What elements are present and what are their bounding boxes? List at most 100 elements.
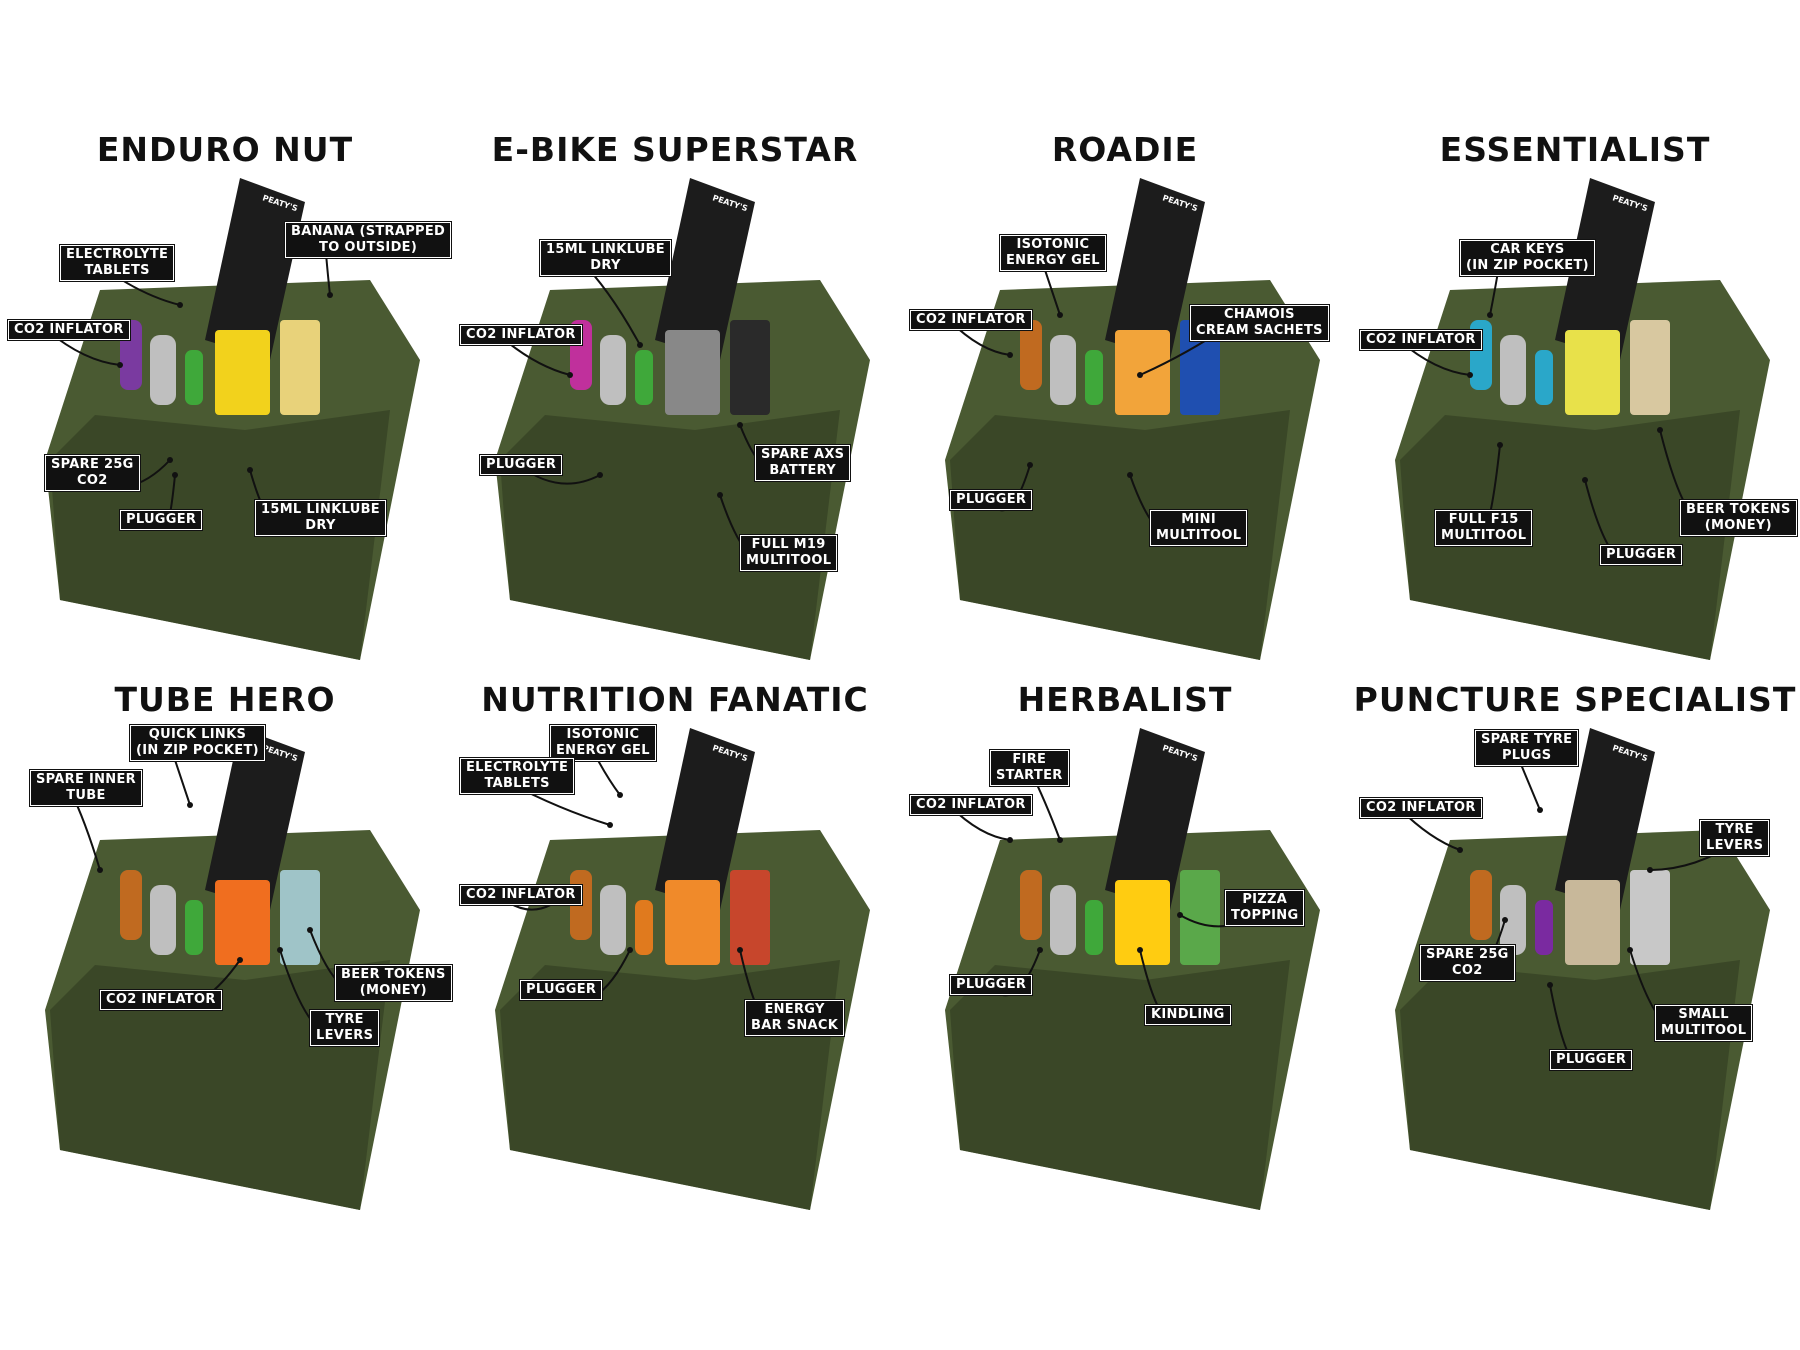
callout-label: PLUGGER <box>950 975 1033 995</box>
callout-line: 15ML LINKLUBE <box>546 242 665 257</box>
callout-label: CO2 INFLATOR <box>460 325 582 345</box>
co2-inflator-icon <box>1020 870 1042 940</box>
pouch-strap <box>1105 178 1205 360</box>
callout-line: PLUGGER <box>956 977 1027 992</box>
pouch-contents <box>570 320 770 415</box>
callout-line: PLUGGER <box>486 457 557 472</box>
kit-item-icon <box>280 870 320 965</box>
callout-line: STARTER <box>996 768 1063 783</box>
callout-line: SMALL <box>1678 1007 1729 1022</box>
callout-line: LEVERS <box>1706 838 1764 853</box>
callout-line: LEVERS <box>316 1028 374 1043</box>
callout-line: PLUGGER <box>126 512 197 527</box>
callout-line: ENERGY GEL <box>556 743 650 758</box>
callout-line: BANANA (STRAPPED <box>291 224 446 239</box>
callout-label: PLUGGER <box>1600 545 1683 565</box>
plugger-icon <box>635 350 653 405</box>
callout-line: FULL M19 <box>751 537 826 552</box>
callout-line: KINDLING <box>1151 1007 1225 1022</box>
plugger-icon <box>1535 350 1553 405</box>
kit-item-icon <box>730 870 770 965</box>
kit-item-icon <box>1565 330 1620 415</box>
callout-line: CREAM SACHETS <box>1196 323 1323 338</box>
callout-label: BEER TOKENS(MONEY) <box>335 965 452 1001</box>
pouch-strap <box>655 178 755 360</box>
callout-label: CAR KEYS(IN ZIP POCKET) <box>1460 240 1595 276</box>
co2-canister-icon <box>150 335 176 405</box>
callout-line: FIRE <box>1012 752 1047 767</box>
kit-title: ENDURO NUT <box>96 130 354 169</box>
co2-canister-icon <box>1500 335 1526 405</box>
kit-title: ROADIE <box>1051 130 1199 169</box>
callout-label: KINDLING <box>1145 1005 1231 1025</box>
callout-line: DRY <box>305 518 336 533</box>
pouch-front <box>950 410 1290 660</box>
callout-line: TABLETS <box>84 263 150 278</box>
kit-item-icon <box>1115 880 1170 965</box>
callout-label: QUICK LINKS(IN ZIP POCKET) <box>130 725 265 761</box>
kit-title: TUBE HERO <box>114 680 336 719</box>
pouch-contents <box>1020 870 1220 965</box>
pouch-illustration: PEATY'S <box>45 178 420 660</box>
kit-item-icon <box>1630 870 1670 965</box>
kit-item-icon <box>215 880 270 965</box>
pouch-illustration: PEATY'S <box>495 178 870 660</box>
callout-line: BAR SNACK <box>751 1018 839 1033</box>
callout-line: SPARE AXS <box>761 447 845 462</box>
co2-inflator-icon <box>120 870 142 940</box>
callout-label: CO2 INFLATOR <box>910 795 1032 815</box>
kit-item-icon <box>1115 330 1170 415</box>
callout-line: CO2 INFLATOR <box>466 887 576 902</box>
callout-line: MINI <box>1181 512 1216 527</box>
callout-line: PLUGGER <box>1556 1052 1627 1067</box>
callout-line: ENERGY <box>764 1002 825 1017</box>
callout-line: CAR KEYS <box>1490 242 1565 257</box>
callout-line: TYRE <box>1715 822 1754 837</box>
callout-line: TUBE <box>66 788 106 803</box>
plugger-icon <box>185 350 203 405</box>
callout-line: (IN ZIP POCKET) <box>136 743 259 758</box>
callout-line: PLUGS <box>1501 748 1552 763</box>
callout-line: (IN ZIP POCKET) <box>1466 258 1589 273</box>
pouch-contents <box>120 320 320 415</box>
co2-canister-icon <box>1050 885 1076 955</box>
callout-line: DRY <box>590 258 621 273</box>
co2-canister-icon <box>150 885 176 955</box>
pouch-illustration: PEATY'S <box>945 728 1320 1210</box>
callout-line: CO2 INFLATOR <box>916 797 1026 812</box>
pouch-contents <box>120 870 320 965</box>
callout-label: PLUGGER <box>480 455 563 475</box>
callout-line: QUICK LINKS <box>148 727 247 742</box>
kit-item-icon <box>1630 320 1670 415</box>
callout-line: PLUGGER <box>1606 547 1677 562</box>
kit-item-icon <box>1565 880 1620 965</box>
callout-line: CO2 INFLATOR <box>1366 800 1476 815</box>
callout-label: PLUGGER <box>950 490 1033 510</box>
kit-title: ESSENTIALIST <box>1439 130 1711 169</box>
kit-item-icon <box>665 880 720 965</box>
callout-line: BATTERY <box>769 463 836 478</box>
co2-canister-icon <box>1500 885 1526 955</box>
plugger-icon <box>1085 900 1103 955</box>
